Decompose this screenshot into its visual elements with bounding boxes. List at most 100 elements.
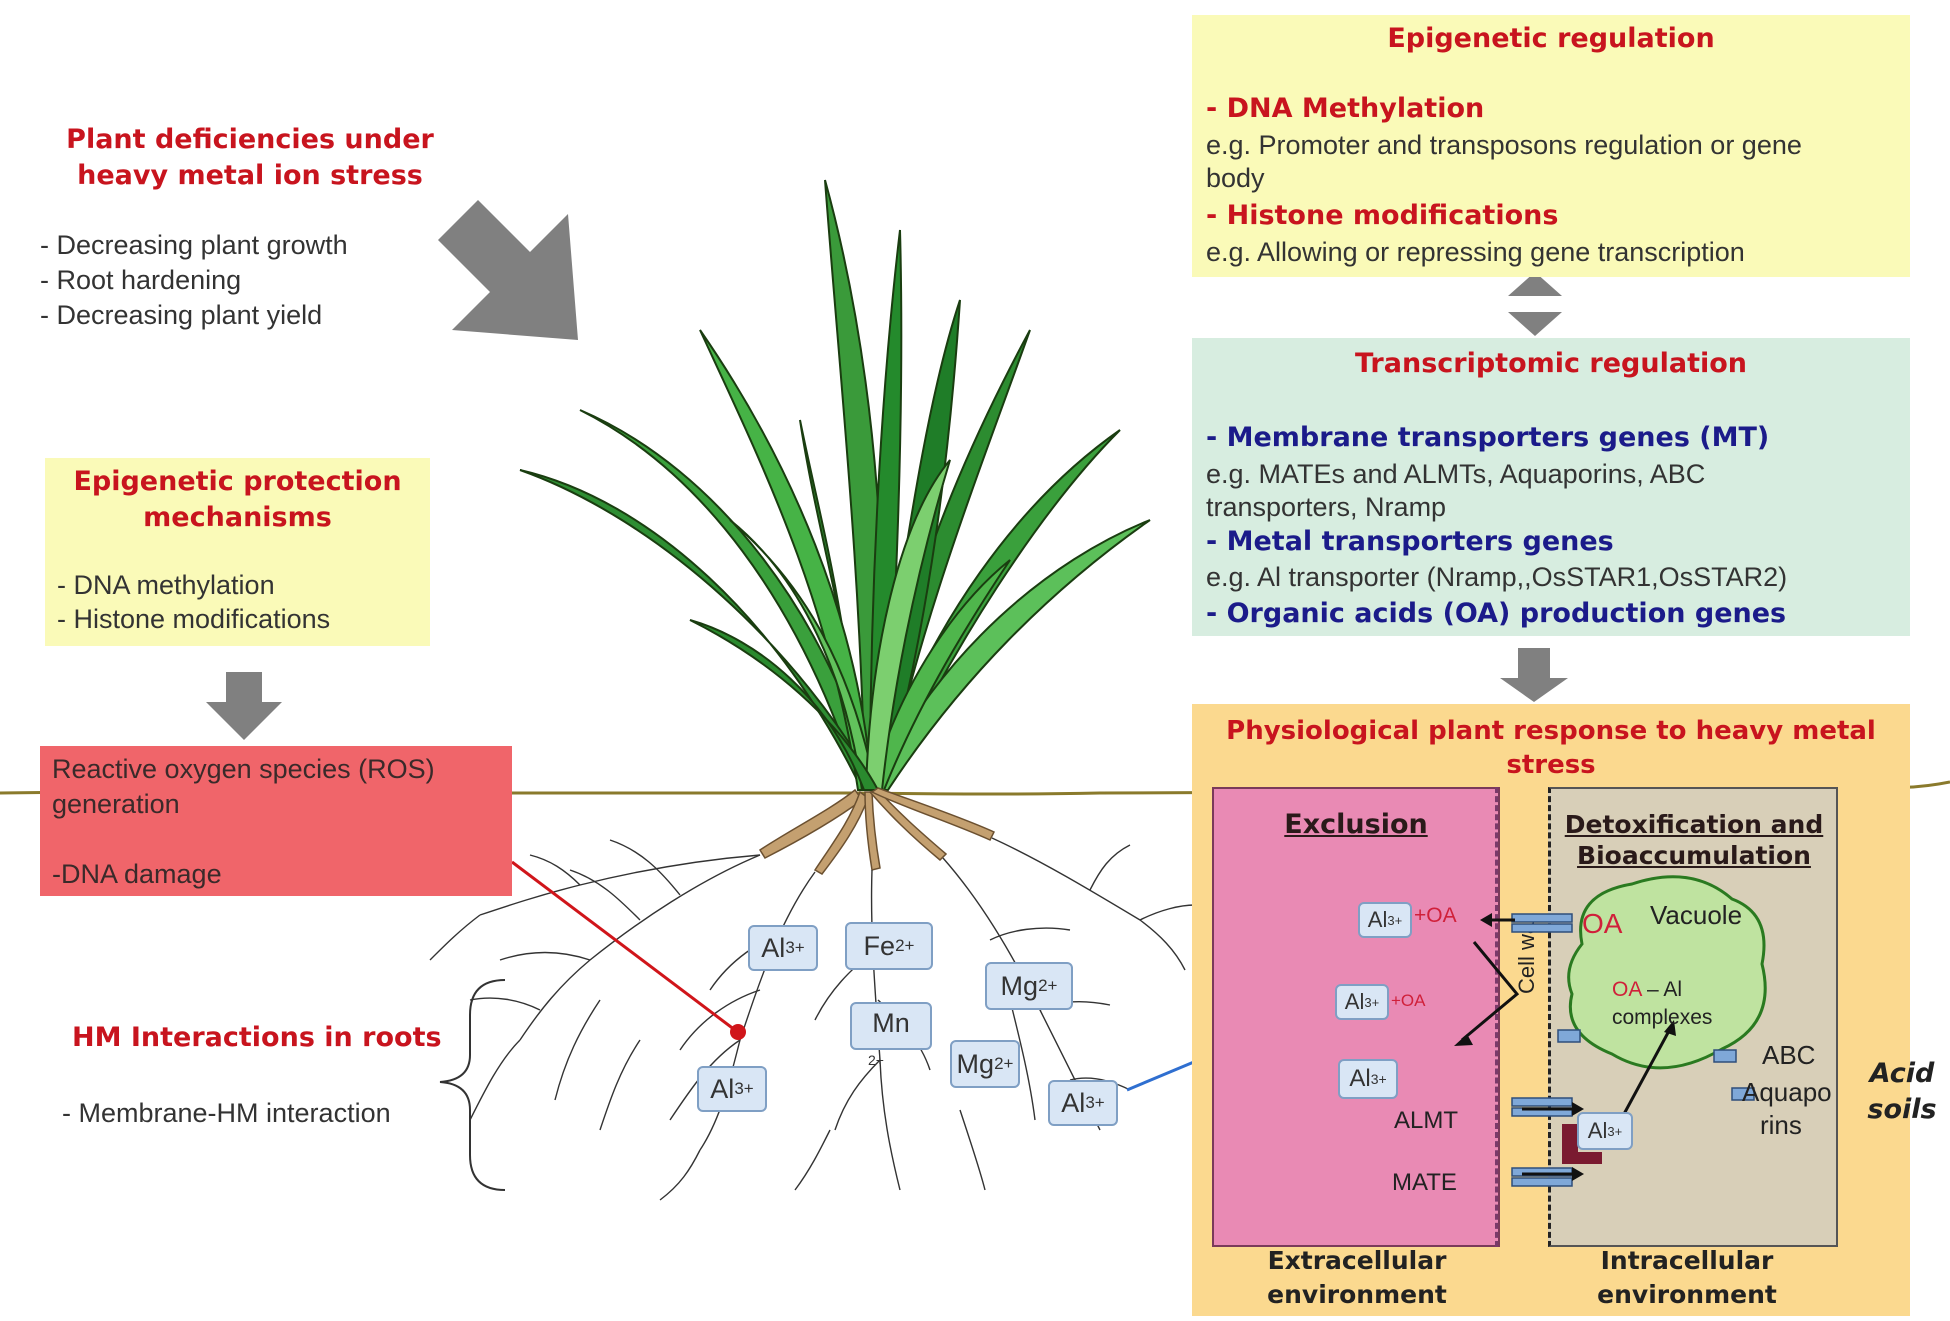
epi-protection-list: - DNA methylation - Histone modification… (57, 568, 330, 636)
exclusion-dashed-edge (1495, 787, 1498, 1247)
epigenetic-regulation-box: Epigenetic regulation - DNA Methylation … (1192, 15, 1910, 277)
oa-complex-oa: OA (1612, 978, 1642, 1001)
exclusion-title: Exclusion (1284, 809, 1428, 840)
ion-mn: Mn 2+ (850, 1002, 932, 1068)
deficiency-item: - Decreasing plant yield (40, 300, 323, 330)
epi-reg-text-1b: body (1206, 163, 1265, 193)
epi-reg-heading-2: - Histone modifications (1206, 200, 1559, 231)
ion-charge: 3+ (1364, 994, 1380, 1010)
double-arrow-icon (1508, 272, 1562, 336)
ros-line2: generation (52, 789, 180, 819)
ros-box: Reactive oxygen species (ROS) generation… (40, 746, 512, 896)
detox-title-line2: Bioaccumulation (1577, 841, 1811, 870)
epi-protection-item: - Histone modifications (57, 604, 331, 634)
deficiency-item: - Root hardening (40, 265, 242, 295)
extracellular-line2: environment (1267, 1280, 1447, 1309)
deficiency-item: - Decreasing plant growth (40, 230, 348, 260)
ion-label: Mg (1000, 970, 1039, 1001)
intracellular-label: Intracellular environment (1542, 1244, 1832, 1312)
ion-label: Al (1061, 1087, 1086, 1118)
epi-reg-text-2: e.g. Allowing or repressing gene transcr… (1206, 237, 1745, 267)
intracellular-line1: Intracellular (1600, 1246, 1774, 1275)
ion-label: Mg (956, 1048, 995, 1079)
epi-protection-title-line1: Epigenetic protection (73, 466, 402, 497)
down-arrow-icon (206, 672, 282, 740)
extracellular-line1: Extracellular (1267, 1246, 1447, 1275)
tr-text-1a: e.g. MATEs and ALMTs, Aquaporins, ABC (1206, 459, 1706, 489)
deficiencies-title-line2: heavy metal ion stress (77, 160, 423, 191)
transcriptomic-title: Transcriptomic regulation (1354, 348, 1747, 379)
deficiencies-list: - Decreasing plant growth - Root hardeni… (40, 228, 348, 333)
ion-charge: 3+ (1387, 912, 1403, 928)
epi-protection-title-line2: mechanisms (143, 502, 332, 533)
ion-label: Al (1344, 989, 1365, 1014)
hm-roots-title: HM Interactions in roots (72, 1022, 442, 1053)
oa-complex-label: OA – Al (1612, 978, 1682, 1002)
rins-label: rins (1760, 1110, 1802, 1140)
epi-protection-item: - DNA methylation (57, 570, 275, 600)
al-oa-label-1: +OA (1414, 904, 1457, 927)
tr-text-1: e.g. MATEs and ALMTs, Aquaporins, ABC tr… (1206, 458, 1705, 524)
aquapo-label: Aquapo (1742, 1077, 1832, 1107)
deficiencies-title: Plant deficiencies under heavy metal ion… (60, 122, 440, 194)
abc-label: ABC (1762, 1040, 1816, 1070)
ion-label: Fe (863, 930, 896, 961)
acid-soils-line1: Acid (1869, 1058, 1935, 1089)
ion-charge: 3+ (785, 938, 805, 957)
oa-complex-al: – Al (1641, 978, 1683, 1001)
detox-title-line1: Detoxification and (1564, 810, 1824, 839)
extracellular-label: Extracellular environment (1212, 1244, 1502, 1312)
intracellular-line2: environment (1597, 1280, 1777, 1309)
deficiencies-title-line1: Plant deficiencies under (66, 124, 434, 155)
ion-charge: 2+ (994, 1054, 1014, 1073)
ros-text: Reactive oxygen species (ROS) generation… (52, 752, 435, 892)
transporter-block (1562, 1124, 1602, 1164)
tr-heading-3: - Organic acids (OA) production genes (1206, 598, 1787, 629)
tr-text-1b: transporters, Nramp (1206, 492, 1447, 522)
epi-reg-text-1: e.g. Promoter and transposons regulation… (1206, 129, 1802, 195)
ion-charge: 3+ (1085, 1093, 1105, 1112)
physio-title-line2: stress (1506, 750, 1596, 780)
ion-label: Al (1367, 907, 1388, 932)
al-oa-label-2: +OA (1391, 991, 1426, 1010)
acid-soils-line2: soils (1867, 1094, 1937, 1125)
ros-line1: Reactive oxygen species (ROS) (52, 754, 435, 784)
ion-charge: 3+ (1607, 1123, 1623, 1139)
ion-label: Al (1587, 1118, 1608, 1143)
physio-graphics (1454, 875, 1767, 1187)
plant-leaves (519, 179, 1151, 791)
physio-title-line1: Physiological plant response to heavy me… (1226, 716, 1876, 746)
tr-heading-1: - Membrane transporters genes (MT) (1206, 422, 1770, 453)
tr-text-2: e.g. Al transporter (Nramp,,OsSTAR1,OsST… (1206, 562, 1788, 592)
ion-label: Al (710, 1073, 735, 1104)
hm-roots-item: - Membrane-HM interaction (62, 1098, 391, 1128)
down-arrow-physio-icon (1500, 648, 1568, 702)
ros-connector (511, 860, 736, 1032)
complexes-label: complexes (1612, 1006, 1713, 1029)
ion-label: Mn (872, 1008, 910, 1038)
physio-title: Physiological plant response to heavy me… (1192, 714, 1910, 782)
epi-reg-text-1a: e.g. Promoter and transposons regulation… (1206, 130, 1802, 160)
vacuole-shape (1567, 875, 1767, 1070)
acid-soils-label: Acid soils (1862, 1056, 1942, 1128)
vacuole-label: Vacuole (1650, 900, 1743, 930)
channels (1511, 913, 1755, 1187)
oa-label: OA (1582, 908, 1623, 939)
ion-charge: 2+ (868, 1052, 884, 1068)
epi-regulation-title: Epigenetic regulation (1387, 23, 1715, 54)
fine-roots (429, 837, 1196, 1201)
mate-label: MATE (1392, 1169, 1457, 1196)
tr-heading-2: - Metal transporters genes (1206, 526, 1614, 557)
ion-charge: 2+ (1038, 976, 1058, 995)
ion-label: Al (1349, 1065, 1371, 1092)
physiological-response-box: Physiological plant response to heavy me… (1192, 704, 1910, 1316)
main-roots (758, 787, 996, 875)
